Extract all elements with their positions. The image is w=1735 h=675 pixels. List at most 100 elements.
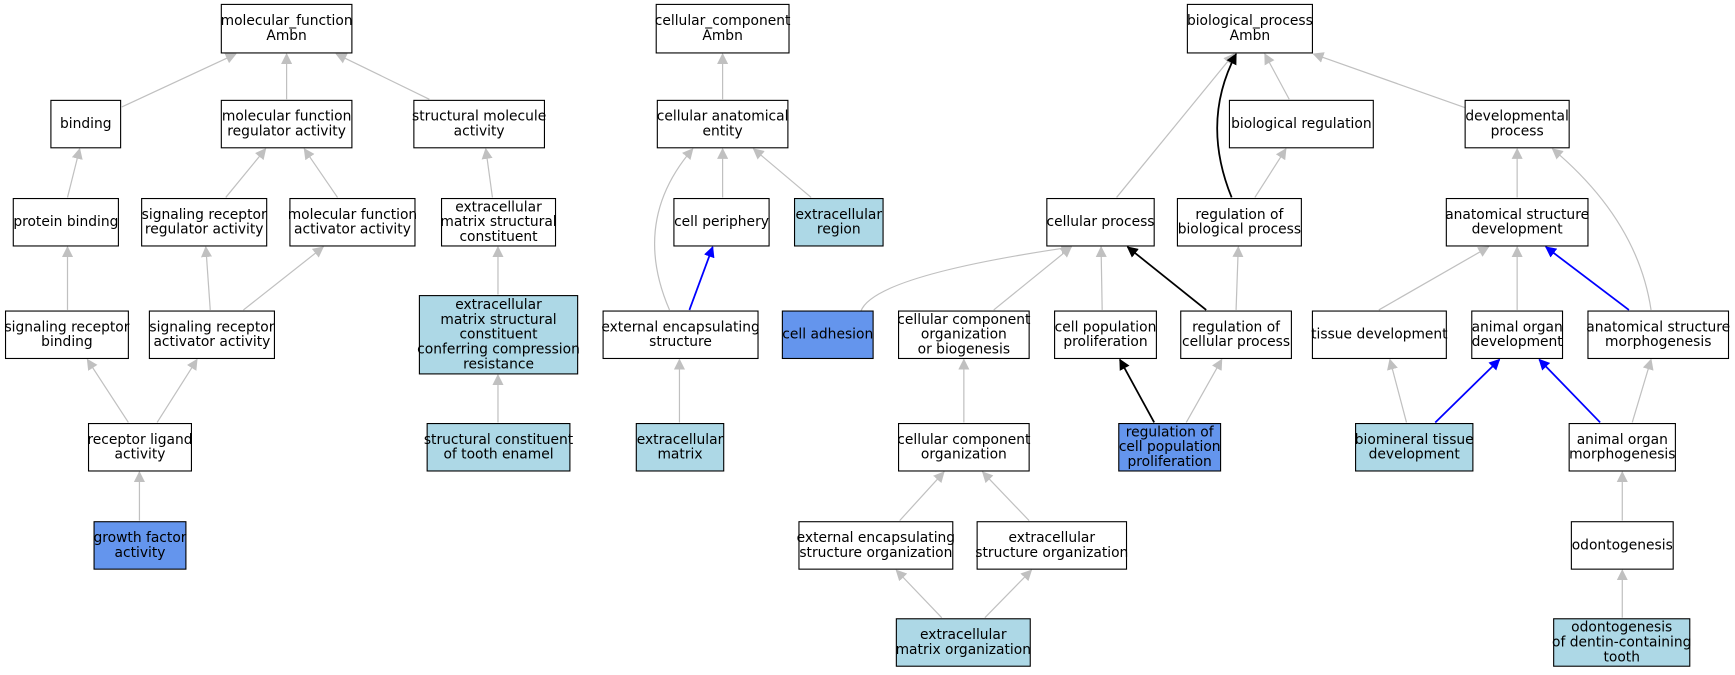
go-term-label: cell population (1055, 319, 1157, 335)
go-term-node-td[interactable]: tissue development (1311, 310, 1448, 360)
go-term-node-cproc[interactable]: cellular process (1046, 197, 1155, 247)
edge-rla-to-srb (86, 358, 129, 423)
edge-rla-to-sraa (156, 358, 198, 423)
go-term-box (1046, 197, 1155, 247)
go-term-box (673, 197, 770, 247)
edge-ccob-to-cproc (993, 246, 1073, 311)
go-term-box (781, 310, 874, 360)
go-term-label: regulation of (1126, 424, 1215, 440)
go-term-label: cellular anatomical (657, 109, 789, 125)
go-term-label: morphogenesis (1605, 334, 1711, 350)
go-term-label: of dentin-containing (1552, 635, 1691, 651)
go-term-box (413, 99, 546, 149)
go-term-box (793, 197, 884, 247)
go-term-box (798, 521, 954, 570)
edge-emo-to-eeso (895, 569, 943, 619)
go-term-box (1054, 310, 1157, 360)
go-term-label: extracellular (1009, 530, 1096, 546)
go-term-node-pb[interactable]: protein binding (12, 197, 119, 247)
go-term-label: proliferation (1128, 454, 1212, 470)
go-term-box (220, 3, 353, 54)
go-term-box (148, 310, 275, 360)
go-term-box (1570, 521, 1674, 570)
edge-dp-to-bp (1312, 52, 1467, 109)
go-term-label: Ambn (702, 28, 742, 44)
edge-pb-to-binding (66, 147, 83, 198)
go-term-label: external encapsulating (601, 319, 759, 335)
edge-ca-to-cproc (860, 243, 1073, 312)
go-term-label: regulator activity (145, 222, 264, 238)
go-term-label: cell adhesion (782, 327, 873, 343)
edge-td-to-asd (1378, 246, 1490, 311)
go-term-node-ca[interactable]: cell adhesion (781, 310, 874, 360)
go-term-label: developmental (1465, 109, 1568, 125)
go-term-label: conferring compression (417, 342, 580, 358)
go-term-label: structure organization (799, 545, 952, 561)
go-term-label: binding (60, 116, 112, 132)
go-term-label: activity (454, 124, 505, 140)
go-term-label: cellular_component (655, 13, 791, 29)
go-term-label: entity (703, 124, 743, 140)
go-term-label: molecular_function (221, 13, 353, 29)
edge-rcp-to-rbp (1232, 245, 1244, 310)
edge-rcp-to-cproc (1126, 246, 1207, 311)
edge-rcpp-to-cpp (1119, 358, 1155, 423)
go-term-label: signaling receptor (4, 319, 129, 335)
go-term-box (1118, 423, 1222, 472)
go-term-box (220, 99, 353, 149)
go-term-label: cellular process (1182, 334, 1290, 350)
go-term-label: cellular process (1046, 214, 1154, 230)
go-term-label: regulator activity (227, 124, 346, 140)
go-term-node-binding[interactable]: binding (50, 99, 122, 149)
go-term-node-odg[interactable]: odontogenesis (1570, 521, 1674, 570)
go-term-label: extracellular (796, 207, 883, 223)
go-term-box (1445, 197, 1589, 247)
go-term-node-br[interactable]: biological regulation (1228, 99, 1374, 149)
go-term-label: receptor ligand (87, 432, 192, 448)
go-term-node-cp[interactable]: cell periphery (673, 197, 770, 247)
go-term-box (1311, 310, 1447, 360)
edge-sma-to-mf (335, 53, 430, 100)
go-term-label: extracellular (637, 432, 724, 448)
go-term-label: activator activity (153, 334, 270, 350)
go-term-label: region (817, 222, 861, 238)
go-term-label: anatomical structure (1445, 207, 1589, 223)
edge-cproc-to-bp (1116, 53, 1235, 198)
go-term-label: constituent (459, 229, 538, 245)
